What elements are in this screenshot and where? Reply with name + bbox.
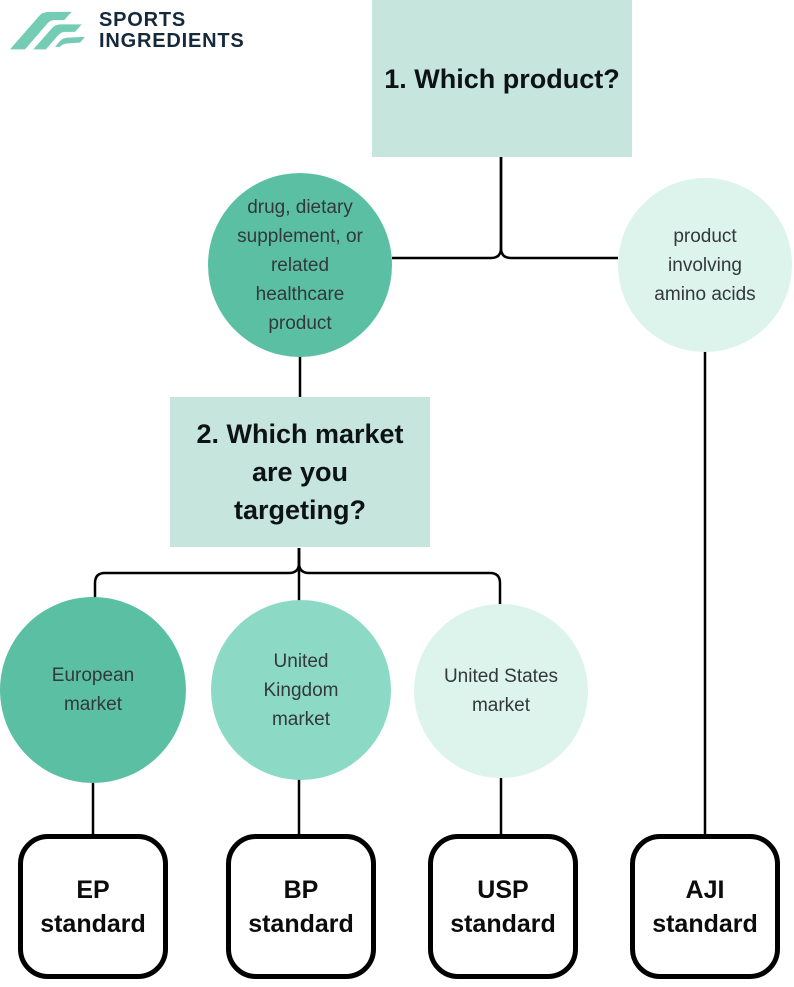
outcome-usp-line1: USP (477, 875, 529, 904)
option-us-market-label: United States market (443, 666, 559, 716)
sports-ingredients-logo-icon (10, 11, 85, 50)
option-european-market-label: European market (51, 665, 135, 715)
outcome-bp-line1: BP (283, 875, 319, 904)
outcome-bp-line2: standard (248, 909, 354, 938)
outcome-ep-standard: EP standard (18, 834, 168, 979)
outcome-usp-line2: standard (450, 909, 556, 938)
option-amino-acids-label: product involving amino acids (654, 225, 756, 305)
question2-box: 2. Which market are you targeting? (170, 397, 430, 547)
brand-logo: SPORTS INGREDIENTS (8, 6, 244, 56)
option-uk-market-circle: United Kingdom market (211, 600, 391, 780)
brand-name-line2: INGREDIENTS (99, 30, 245, 52)
brand-name: SPORTS INGREDIENTS (99, 10, 244, 52)
option-healthcare-product-label: drug, dietary supplement, or related hea… (237, 196, 363, 334)
question2-label-line2: are you (251, 457, 349, 487)
connector-q2-to-european (93, 548, 301, 601)
connector-q1-to-healthcare (392, 157, 503, 260)
option-healthcare-product-circle: drug, dietary supplement, or related hea… (208, 173, 392, 357)
option-uk-market-label: United Kingdom market (263, 650, 339, 730)
question2-label-line1: 2. Which market (196, 419, 404, 449)
brand-name-line1: SPORTS (99, 9, 187, 31)
question1-label: 1. Which product? (384, 63, 620, 94)
outcome-aji-line1: AJI (685, 875, 725, 904)
question2-label-line3: targeting? (234, 495, 366, 525)
outcome-ep-line1: EP (76, 875, 110, 904)
option-us-market-circle: United States market (414, 604, 588, 778)
outcome-aji-line2: standard (652, 909, 758, 938)
option-amino-acids-circle: product involving amino acids (618, 178, 792, 352)
outcome-ep-line2: standard (40, 909, 146, 938)
outcome-aji-standard: AJI standard (630, 834, 780, 979)
connector-q1-to-amino (499, 157, 618, 260)
question1-box: 1. Which product? (372, 0, 632, 157)
option-european-market-circle: European market (0, 597, 186, 783)
outcome-usp-standard: USP standard (428, 834, 578, 979)
outcome-bp-standard: BP standard (226, 834, 376, 979)
connector-q2-to-us (297, 548, 502, 605)
